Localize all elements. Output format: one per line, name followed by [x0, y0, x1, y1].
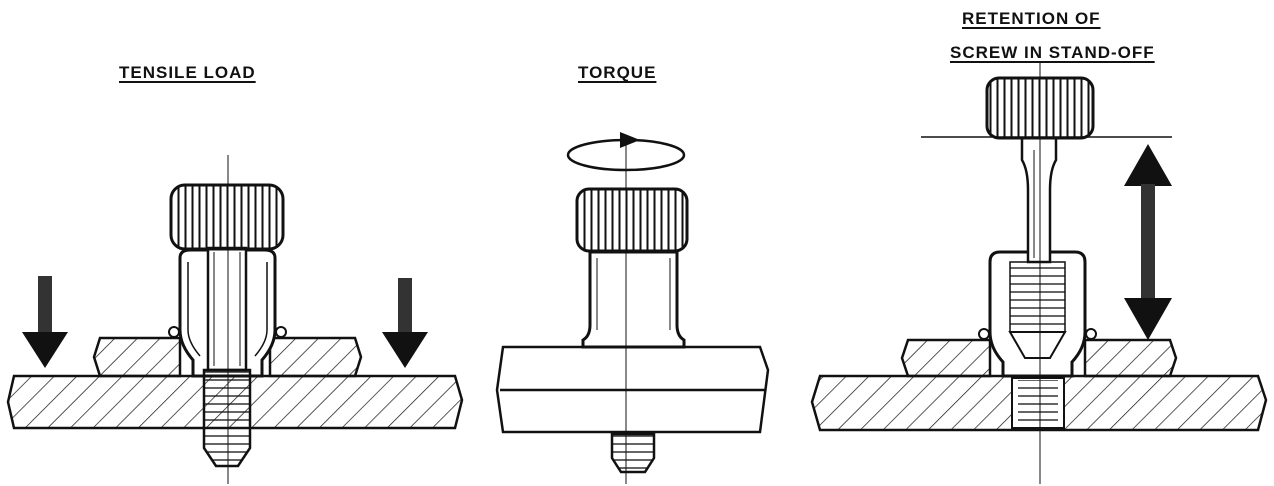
- torque-knurled-head: [575, 187, 689, 253]
- title-retention-line2: SCREW IN STAND-OFF: [950, 43, 1155, 62]
- double-arrow-displacement: [1124, 144, 1172, 340]
- retention-base-plate: [810, 374, 1268, 432]
- title-torque: TORQUE: [578, 63, 657, 82]
- knurled-head: [169, 183, 285, 251]
- panel-plate: [92, 336, 363, 378]
- torque-standoff: [581, 250, 686, 349]
- torque-plate: [495, 345, 770, 434]
- screw-thread-tip: [202, 368, 252, 468]
- torque-thread-tip: [610, 432, 656, 474]
- title-tensile-load: TENSILE LOAD: [119, 63, 256, 82]
- panel-tensile-load: [6, 155, 464, 484]
- retention-screw-shank: [1020, 136, 1058, 264]
- title-retention-line1: RETENTION OF: [962, 9, 1101, 28]
- load-arrow-left: [22, 276, 68, 368]
- panel-torque: [495, 132, 770, 484]
- retention-panel-plate: [900, 338, 1178, 378]
- load-arrow-right: [382, 278, 428, 368]
- screw-shank: [206, 246, 248, 372]
- retention-standoff: [978, 250, 1097, 378]
- panel-retention: [810, 62, 1268, 484]
